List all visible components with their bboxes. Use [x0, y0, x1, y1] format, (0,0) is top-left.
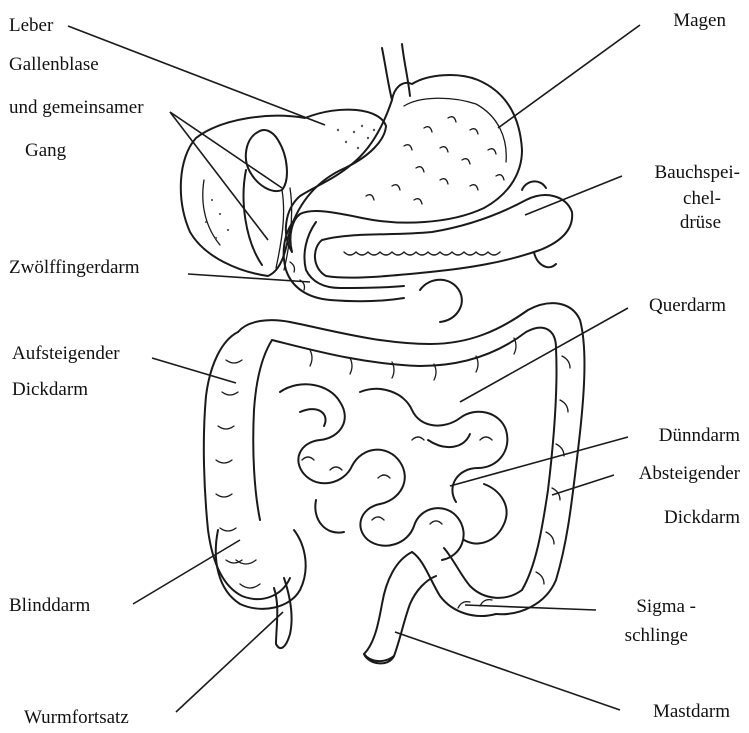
label-blinddarm: Blinddarm	[9, 594, 90, 618]
label-gallenblase: Gallenblase	[9, 53, 99, 77]
label-chel: chel-	[683, 187, 721, 211]
leader-absteigender	[552, 475, 614, 495]
label-und-gemeinsamer: und gemeinsamer	[9, 96, 144, 120]
label-duenndarm: Dünndarm	[659, 424, 740, 448]
label-druese: drüse	[680, 211, 721, 235]
liver-stippling	[205, 125, 375, 239]
label-schlinge: schlinge	[625, 624, 688, 648]
label-gang: Gang	[25, 139, 66, 163]
label-zwoelffingerdarm: Zwölffingerdarm	[9, 256, 140, 280]
label-magen: Magen	[673, 9, 726, 33]
label-bauchspei: Bauchspei-	[655, 161, 740, 185]
label-querdarm: Querdarm	[649, 294, 726, 318]
leader-mastdarm	[395, 632, 620, 710]
label-absteigender: Absteigender	[639, 462, 740, 486]
label-dickdarm-left: Dickdarm	[12, 378, 88, 402]
leader-blinddarm	[133, 540, 240, 604]
small-intestine	[280, 280, 507, 560]
label-mastdarm: Mastdarm	[653, 700, 730, 724]
leader-lines	[68, 25, 640, 712]
label-dickdarm-right: Dickdarm	[664, 506, 740, 530]
leader-aufsteigender	[152, 358, 236, 383]
label-leber: Leber	[9, 14, 53, 38]
oesophagus	[382, 44, 410, 100]
leader-wurmfortsatz	[176, 612, 283, 712]
duodenum	[284, 214, 404, 301]
pancreas	[315, 181, 572, 277]
label-sigma: Sigma -	[636, 595, 696, 619]
label-wurmfortsatz: Wurmfortsatz	[24, 706, 129, 730]
stomach	[286, 75, 522, 252]
leader-magen	[498, 25, 640, 128]
caecum	[216, 530, 306, 609]
label-aufsteigender: Aufsteigender	[12, 342, 120, 366]
